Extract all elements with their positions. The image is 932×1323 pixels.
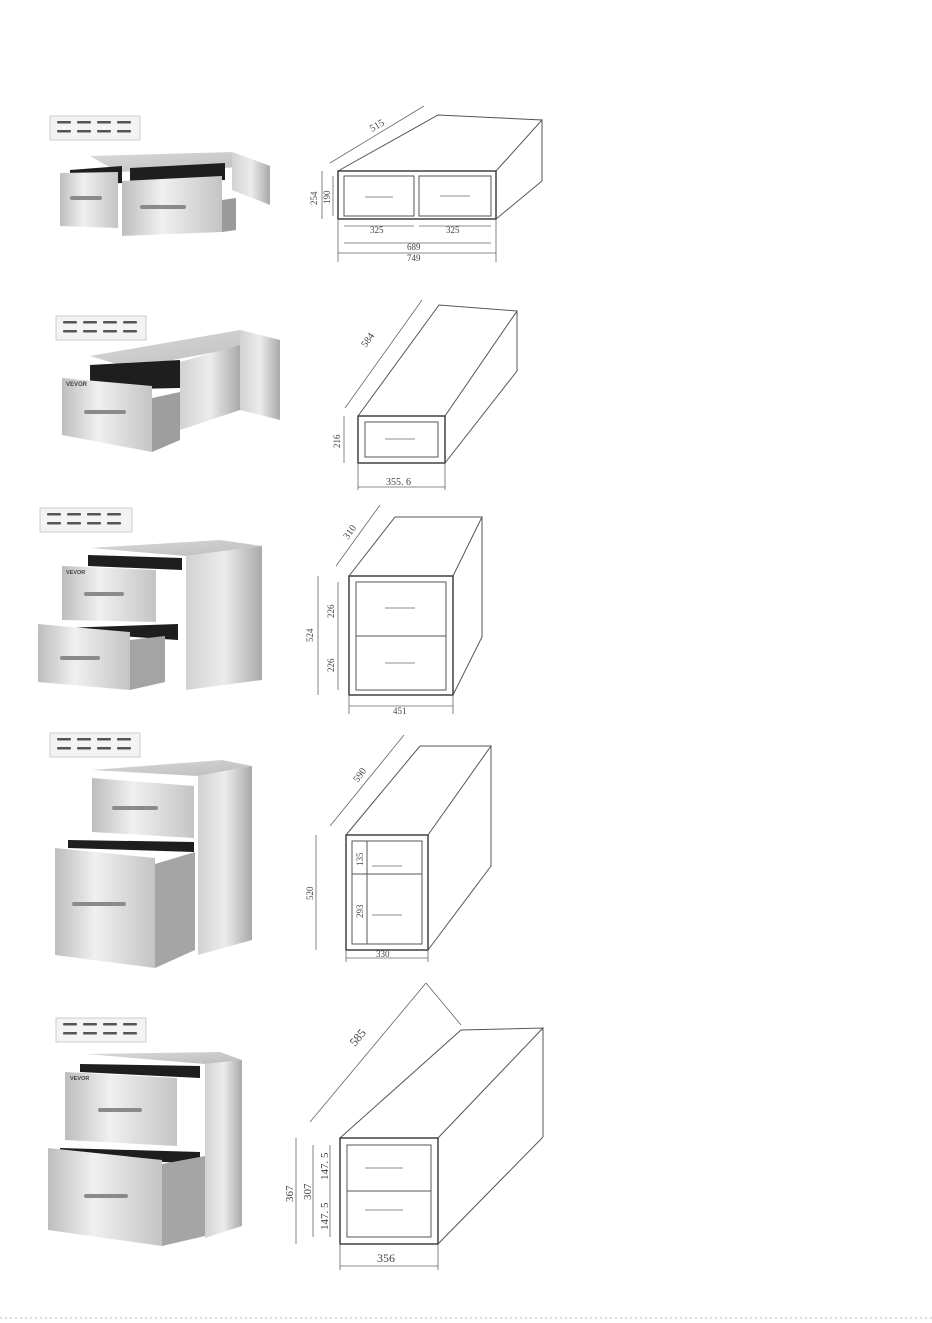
brand-logo: VEVOR [66, 570, 85, 576]
dim-width: 355. 6 [386, 477, 411, 488]
dim-outer-height: 367 [284, 1185, 296, 1202]
brand-logo: VEVOR [66, 382, 88, 388]
dim-outer-height: 254 [309, 191, 319, 205]
dim-drawer-top: 147. 5 [319, 1152, 331, 1180]
dim-drawer-bottom: 147. 5 [319, 1202, 331, 1230]
dim-depth: 515 [368, 118, 386, 135]
vent-grille-icon [50, 116, 140, 140]
dim-drawer-bottom: 226 [326, 658, 336, 672]
product-photo [55, 760, 252, 968]
product-2: VEVOR 584 216 355. 6 [56, 300, 517, 490]
dim-cutout-width: 689 [407, 242, 421, 252]
dim-drawer-top: 226 [326, 604, 336, 618]
dimension-drawing: 590 135 293 520 330 [305, 735, 491, 962]
dim-width: 330 [376, 949, 390, 959]
dim-depth: 584 [359, 331, 377, 350]
dimension-drawing: 585 367 307 147. 5 147. 5 356 [284, 983, 543, 1270]
vent-grille-icon [40, 508, 132, 532]
product-photo: VEVOR [62, 330, 280, 452]
dim-drawer-top: 135 [355, 852, 365, 866]
dim-drawer-height: 190 [322, 190, 332, 204]
dimension-drawing: 310 226 226 524 451 [305, 505, 482, 716]
dim-outer-height: 520 [305, 886, 315, 900]
dimension-drawing: 515 254 190 325 325 689 749 [309, 106, 542, 263]
dim-width: 451 [393, 706, 407, 716]
dim-width: 356 [377, 1251, 395, 1265]
vent-grille-icon [56, 316, 146, 340]
dim-drawer-width-right: 325 [446, 225, 460, 235]
dim-depth: 585 [347, 1026, 369, 1049]
vent-grille-icon [56, 1018, 146, 1042]
dim-overall-width: 749 [407, 253, 421, 263]
dim-drawer-bottom: 293 [355, 904, 365, 918]
dim-depth: 310 [341, 523, 359, 542]
dim-drawer-width-left: 325 [370, 225, 384, 235]
dim-height: 216 [332, 434, 342, 448]
product-1: 515 254 190 325 325 689 749 [50, 106, 542, 263]
product-3: VEVOR 310 226 226 524 451 [38, 505, 482, 716]
product-photo: VEVOR [48, 1052, 242, 1246]
vent-grille-icon [50, 733, 140, 757]
product-5: VEVOR 585 367 307 147. 5 147. 5 356 [48, 983, 543, 1270]
product-photo [60, 152, 270, 236]
dim-depth: 590 [351, 766, 369, 785]
dim-outer-height: 524 [305, 628, 315, 642]
product-photo: VEVOR [38, 540, 262, 690]
brand-logo: VEVOR [70, 1076, 89, 1082]
product-4: 590 135 293 520 330 [50, 733, 491, 968]
dimension-drawing: 584 216 355. 6 [332, 300, 517, 490]
dim-inner-height: 307 [302, 1183, 314, 1200]
